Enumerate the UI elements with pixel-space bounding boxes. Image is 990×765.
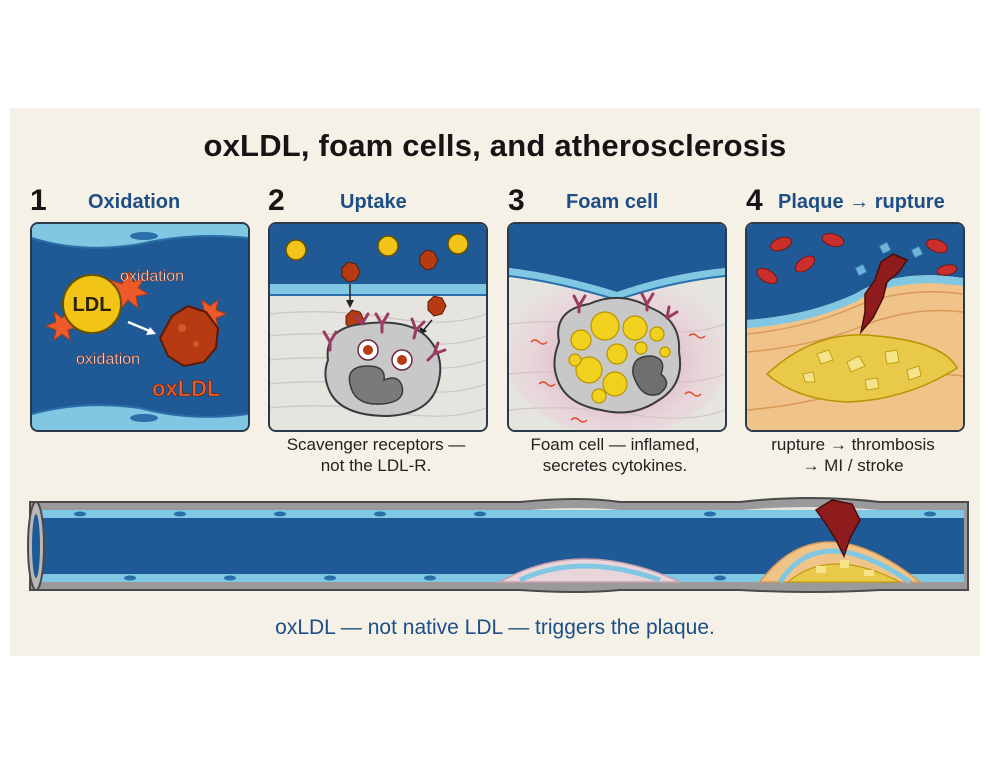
step-number-3: 3 [508, 184, 525, 217]
cytokine-signals [530, 333, 706, 423]
step-number-2: 2 [268, 184, 285, 217]
red-blood-cells [756, 233, 958, 285]
caption-line: rupture → thrombosis [771, 435, 935, 454]
early-lesion [497, 558, 681, 583]
arrow-icon [346, 300, 354, 308]
oxidation-label-bottom: oxidation [76, 351, 140, 368]
thrombus [859, 253, 909, 335]
step-number-1: 1 [30, 184, 47, 217]
panel-plaque-rupture [745, 222, 965, 432]
panel-uptake [268, 222, 488, 432]
caption-line: Scavenger receptors — [286, 435, 466, 454]
oxldl-label: oxLDL [152, 376, 220, 401]
step-number-4: 4 [746, 184, 763, 217]
artery-longitudinal-view [20, 490, 970, 600]
caption-line: Foam cell — inflamed, [530, 435, 700, 454]
scavenger-receptor [322, 312, 447, 362]
ldl-particle [62, 274, 122, 334]
step-heading-plaque-rupture: Plaque → rupture [778, 191, 945, 213]
step-heading-foam-cell: Foam cell [566, 191, 659, 213]
caption-plaque-rupture: rupture → thrombosis → MI / stroke [738, 434, 968, 476]
panel-foam-cell [507, 222, 727, 432]
platelets [854, 241, 924, 277]
diagram-title: oxLDL, foam cells, and atherosclerosis [203, 128, 787, 163]
oxidation-label-top: oxidation [120, 268, 184, 285]
caption-line: secretes cytokines. [542, 456, 688, 475]
lipid-droplets [568, 311, 671, 404]
caption-line: not the LDL-R. [320, 456, 432, 475]
oxldl-particle [158, 304, 220, 368]
caption-uptake: Scavenger receptors — not the LDL-R. [261, 434, 491, 476]
caption-foam-cell: Foam cell — inflamed, secretes cytokines… [500, 434, 730, 476]
step-heading-oxidation: Oxidation [88, 191, 181, 213]
thrombus [814, 499, 861, 558]
ldl-label: LDL [73, 294, 112, 316]
arrow-icon [146, 327, 156, 335]
lipid-core [765, 334, 958, 403]
panel-oxidation: LDL oxidation oxidation oxLDL [30, 222, 250, 432]
step-heading-uptake: Uptake [340, 191, 407, 213]
takeaway-text: oxLDL — not native LDL — triggers the pl… [275, 616, 715, 639]
caption-line: → MI / stroke [802, 456, 904, 475]
scavenger-receptor [572, 292, 679, 320]
